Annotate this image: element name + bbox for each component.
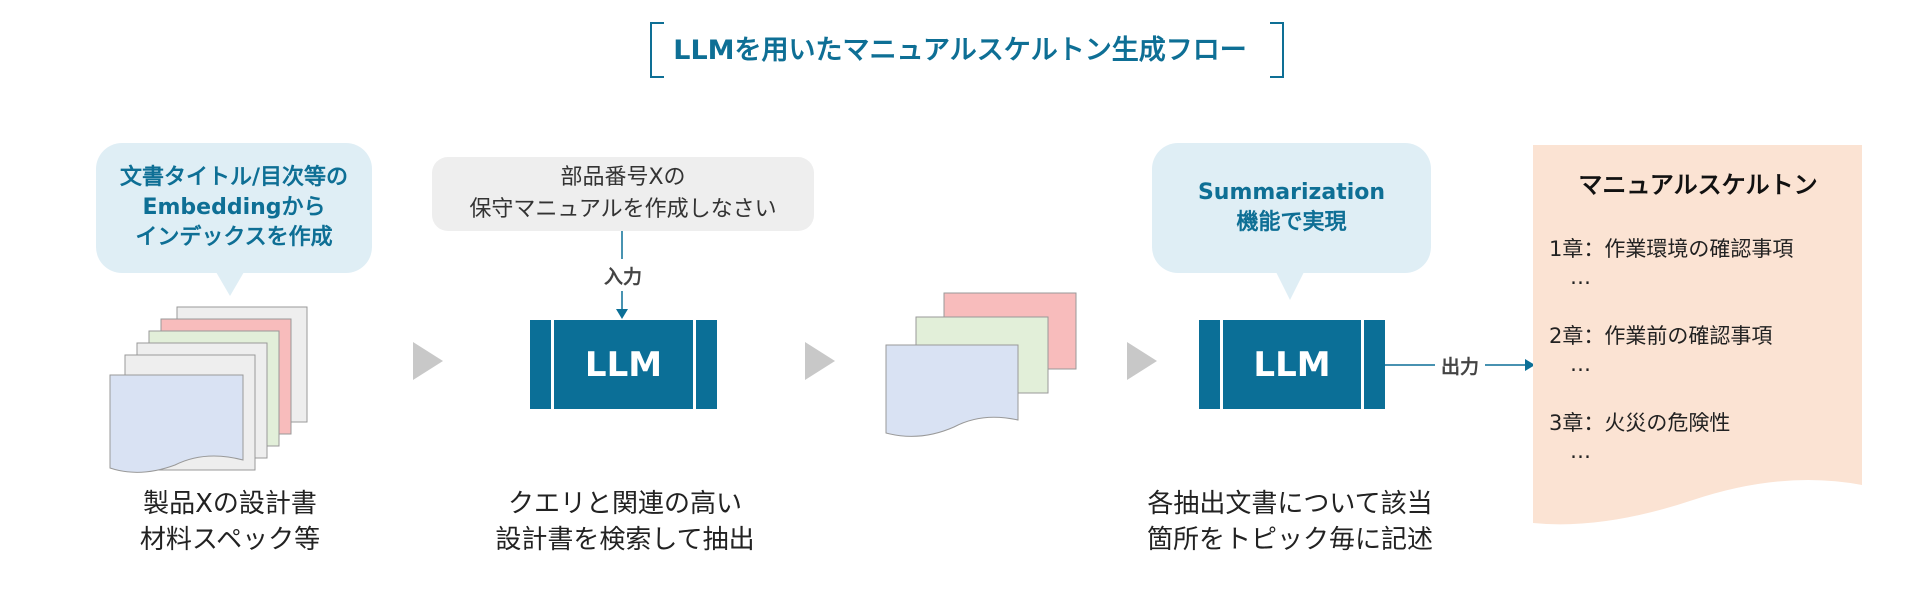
flow-arrow-2 [805,342,835,380]
query-box: 部品番号Xの 保守マニュアルを作成しなさい [432,157,814,231]
step1-caption: 製品Xの設計書 材料スペック等 [139,489,321,555]
index-bubble: 文書タイトル/目次等の Embeddingから インデックスを作成 [96,143,372,273]
llm-label: LLM [584,344,663,385]
llm-block-search: LLM [530,320,717,409]
llm-block-summarize: LLM [1199,320,1385,409]
step3-caption: 各抽出文書について該当 箇所をトピック毎に記述 [1146,489,1433,555]
output-arrow [1385,359,1535,371]
flow-arrow-1 [413,342,443,380]
llm-block-divider-left [551,320,554,409]
llm-block-divider-right [693,320,696,409]
flow-arrow-3 [1127,342,1157,380]
input-label: 入力 [603,266,642,288]
title-bracket-right [1270,22,1284,78]
title-bracket-left [650,22,664,78]
summarization-bubble: Summarization 機能で実現 [1152,143,1431,273]
llm-block-divider-left [1220,320,1223,409]
input-arrow [616,231,628,319]
skeleton-title: マニュアルスケルトン [1578,171,1818,199]
step2-caption: クエリと関連の高い 設計書を検索して抽出 [495,489,755,555]
llm-label: LLM [1253,344,1331,385]
skeleton-chapter-1: 1章：作業環境の確認事項 … [1549,237,1794,289]
skeleton-panel-background [1533,145,1862,525]
skeleton-chapter-2: 2章：作業前の確認事項 … [1549,324,1773,376]
skeleton-chapter-3: 3章：火災の危険性 … [1549,411,1731,463]
llm-block-divider-right [1361,320,1364,409]
diagram-title: LLMを用いたマニュアルスケルトン生成フロー [673,35,1247,66]
index-bubble-pointer [216,272,244,296]
output-label: 出力 [1440,356,1479,378]
document-stack-icon [109,306,308,473]
extracted-documents-icon [885,292,1077,437]
summarization-bubble-pointer [1276,272,1304,300]
